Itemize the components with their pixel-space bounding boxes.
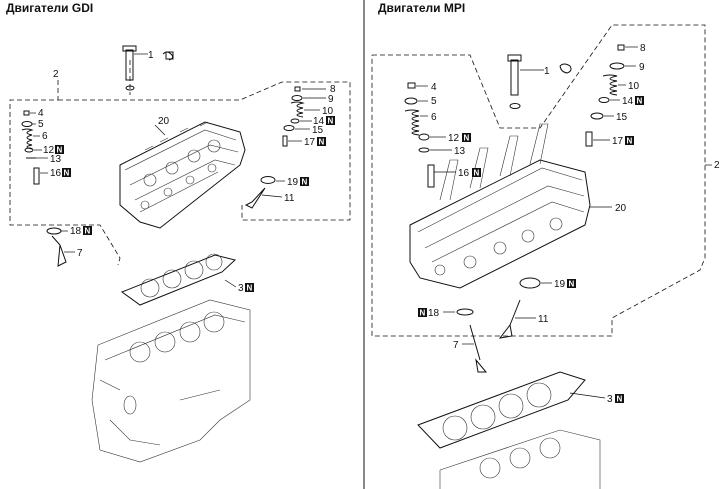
- gdi-callout-13: 13: [50, 154, 62, 165]
- svg-text:N: N: [627, 137, 633, 146]
- mpi-callout-10: 10: [628, 81, 640, 92]
- gdi-callout-15: 15: [312, 125, 324, 136]
- mpi-new-part-badge-18: N: [418, 308, 427, 318]
- gdi-cylinder-head: [119, 121, 246, 229]
- mpi-cylinder-head: [409, 123, 591, 289]
- gdi-new-part-badge-12: N: [55, 145, 64, 155]
- gdi-callout-2: 2: [53, 69, 59, 80]
- mpi-callout-5: 5: [431, 96, 437, 107]
- gdi-new-part-badge-18: N: [83, 226, 92, 236]
- gdi-new-part-badge-16: N: [62, 168, 71, 178]
- mpi-new-part-badge-14: N: [635, 96, 644, 106]
- gdi-new-part-badge-14: N: [326, 116, 335, 126]
- gdi-diagram: [9, 45, 351, 463]
- gdi-new-part-badge-3: N: [245, 283, 254, 293]
- gdi-callout-16: 16: [50, 168, 62, 179]
- mpi-callout-14: 14: [622, 96, 634, 107]
- gdi-group-outline-right: [58, 81, 351, 221]
- mpi-group-outline: [371, 24, 706, 337]
- gdi-head-bolt: [122, 45, 174, 91]
- svg-text:N: N: [637, 97, 643, 106]
- mpi-callout-20: 20: [615, 203, 627, 214]
- gdi-callout-7: 7: [77, 248, 83, 259]
- gdi-callout-20: 20: [158, 116, 170, 127]
- mpi-section-title: Двигатели MPI: [378, 1, 466, 15]
- mpi-callout-17: 17: [612, 136, 624, 147]
- mpi-callout-13: 13: [454, 146, 466, 157]
- mpi-new-part-badge-3: N: [615, 394, 624, 404]
- mpi-callout-15: 15: [616, 112, 628, 123]
- gdi-cylinder-block: [91, 299, 251, 463]
- mpi-cylinder-block: [439, 429, 601, 489]
- svg-text:N: N: [247, 284, 253, 293]
- gdi-callouts: 1 2 3 N 4 5 6 7 8 9 10 11 12 N 13 14 N 1…: [38, 50, 336, 294]
- mpi-new-part-badge-12: N: [462, 133, 471, 143]
- gdi-callout-17: 17: [304, 137, 316, 148]
- mpi-callouts: 1 2 3 N 4 5 6 7 8 9 10 11 12 N 13 14 N 1…: [418, 43, 720, 405]
- gdi-callout-3: 3: [238, 283, 244, 294]
- gdi-new-part-badge-19: N: [300, 177, 309, 187]
- mpi-callout-1: 1: [544, 66, 550, 77]
- svg-text:N: N: [420, 309, 426, 318]
- svg-text:N: N: [474, 169, 480, 178]
- gdi-callout-1: 1: [148, 50, 154, 61]
- mpi-callout-3: 3: [607, 394, 613, 405]
- mpi-callout-16: 16: [458, 168, 470, 179]
- mpi-callout-18: 18: [428, 308, 440, 319]
- gdi-callout-12: 12: [43, 145, 55, 156]
- mpi-exhaust-valve-parts: [498, 44, 625, 339]
- mpi-callout-9: 9: [639, 62, 645, 73]
- gdi-callout-4: 4: [38, 108, 44, 119]
- svg-text:N: N: [302, 178, 308, 187]
- gdi-new-part-badge-17: N: [317, 137, 326, 147]
- gdi-callout-11: 11: [284, 193, 295, 204]
- mpi-new-part-badge-19: N: [567, 279, 576, 289]
- mpi-new-part-badge-16: N: [472, 168, 481, 178]
- gdi-head-gasket: [120, 253, 237, 306]
- mpi-callout-11: 11: [538, 314, 549, 325]
- mpi-callout-8: 8: [640, 43, 646, 54]
- gdi-exhaust-valve-parts: [244, 86, 305, 209]
- gdi-callout-19: 19: [287, 177, 299, 188]
- gdi-callout-8: 8: [330, 84, 336, 95]
- svg-text:N: N: [464, 134, 470, 143]
- svg-text:N: N: [617, 395, 623, 404]
- mpi-new-part-badge-17: N: [625, 136, 634, 146]
- svg-text:N: N: [328, 117, 334, 126]
- svg-text:N: N: [57, 146, 63, 155]
- mpi-diagram: [371, 24, 712, 489]
- mpi-callout-7: 7: [453, 340, 459, 351]
- mpi-callout-2: 2: [714, 160, 720, 171]
- svg-text:N: N: [64, 169, 70, 178]
- mpi-callout-6: 6: [431, 112, 437, 123]
- mpi-callout-19: 19: [554, 279, 566, 290]
- mpi-head-gasket: [417, 371, 586, 449]
- svg-text:N: N: [85, 227, 91, 236]
- gdi-callout-10: 10: [322, 106, 334, 117]
- mpi-callout-12: 12: [448, 133, 460, 144]
- gdi-callout-14: 14: [313, 116, 325, 127]
- gdi-section-title: Двигатели GDI: [6, 1, 94, 15]
- mpi-intake-valve-parts: [404, 82, 488, 373]
- gdi-callout-18: 18: [70, 226, 82, 237]
- gdi-callout-6: 6: [42, 131, 48, 142]
- gdi-callout-9: 9: [328, 94, 334, 105]
- svg-text:N: N: [319, 138, 325, 147]
- gdi-callout-5: 5: [38, 119, 44, 130]
- mpi-head-bolt: [507, 54, 572, 109]
- mpi-callout-4: 4: [431, 82, 437, 93]
- svg-text:N: N: [569, 280, 575, 289]
